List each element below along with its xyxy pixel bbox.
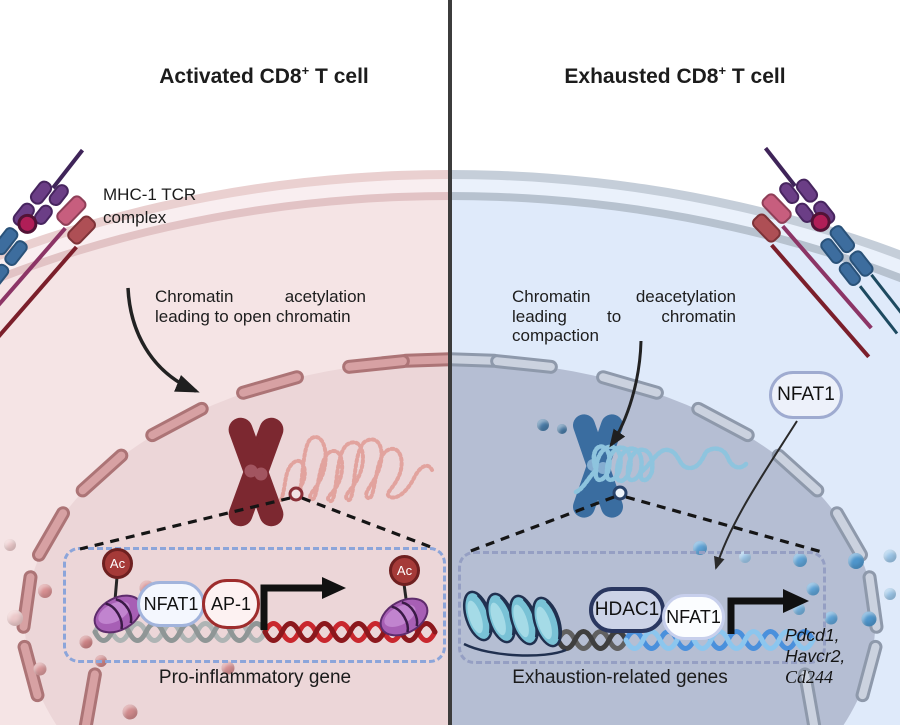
exhaustion-target-genes: Pdcd1, Havcr2, Cd244	[785, 625, 845, 688]
acetyl-group-dot	[557, 424, 567, 434]
hdac1-pill: HDAC1	[589, 587, 665, 633]
pro-inflammatory-gene-label: Pro-inflammatory gene	[158, 667, 352, 688]
title-text: T cell	[726, 65, 786, 88]
activated-title: Activated CD8+ T cell	[114, 63, 414, 89]
acetylation-text: Chromatin acetylation leading to open ch…	[155, 287, 366, 326]
acetyl-group-dot	[38, 584, 52, 598]
panel-divider	[448, 0, 452, 725]
nfat1-pill-left: NFAT1	[137, 581, 205, 627]
mhc-tcr-label-line1: MHC-1 TCR	[103, 185, 197, 204]
gene-cd244: Cd244	[785, 667, 834, 687]
nfat1-pill-right: NFAT1	[662, 594, 725, 640]
acetyl-group-dot	[122, 704, 138, 720]
acetyl-group-dot	[221, 661, 235, 675]
exhausted-title: Exhausted CD8+ T cell	[525, 63, 825, 89]
acetyl-group-dot	[537, 419, 549, 431]
acetyl-group-dot	[806, 582, 820, 596]
acetyl-mark: Ac	[389, 555, 420, 586]
receptor-stalk	[858, 285, 899, 335]
nfat1-free-pill: NFAT1	[769, 371, 843, 419]
acetyl-group-dot	[7, 610, 23, 626]
title-text: Exhausted CD8	[564, 65, 719, 88]
plus-superscript: +	[718, 63, 727, 78]
acetyl-mark-label: Ac	[109, 556, 126, 571]
acetyl-group-dot	[848, 553, 864, 569]
acetyl-mark-label: Ac	[396, 563, 413, 578]
mhc-tcr-label-line2: complex	[103, 208, 167, 227]
acetyl-group-dot	[884, 588, 896, 600]
plus-superscript: +	[301, 63, 310, 78]
title-text: T cell	[309, 65, 369, 88]
deacetylation-text: Chromatin deacetylation leading to chrom…	[512, 287, 736, 345]
exhaustion-genes-label: Exhaustion-related genes	[512, 667, 728, 688]
acetyl-group-dot	[4, 539, 16, 551]
gene-havcr2: Havcr2,	[785, 646, 846, 666]
mhc-tcr-label: MHC-1 TCR complex	[103, 183, 196, 229]
acetyl-group-dot	[824, 611, 838, 625]
acetyl-group-dot	[33, 662, 47, 676]
mhc1-tcr-complex-icon-left	[0, 148, 104, 384]
mhc1-tcr-complex-icon-right	[749, 146, 900, 382]
title-text: Activated CD8	[159, 65, 302, 88]
ap1-pill: AP-1	[202, 579, 260, 629]
acetyl-group-dot	[883, 549, 897, 563]
gene-pdcd1: Pdcd1,	[785, 625, 840, 645]
acetyl-mark: Ac	[102, 548, 133, 579]
acetyl-group-dot	[861, 611, 877, 627]
acetyl-group-dot	[79, 635, 93, 649]
